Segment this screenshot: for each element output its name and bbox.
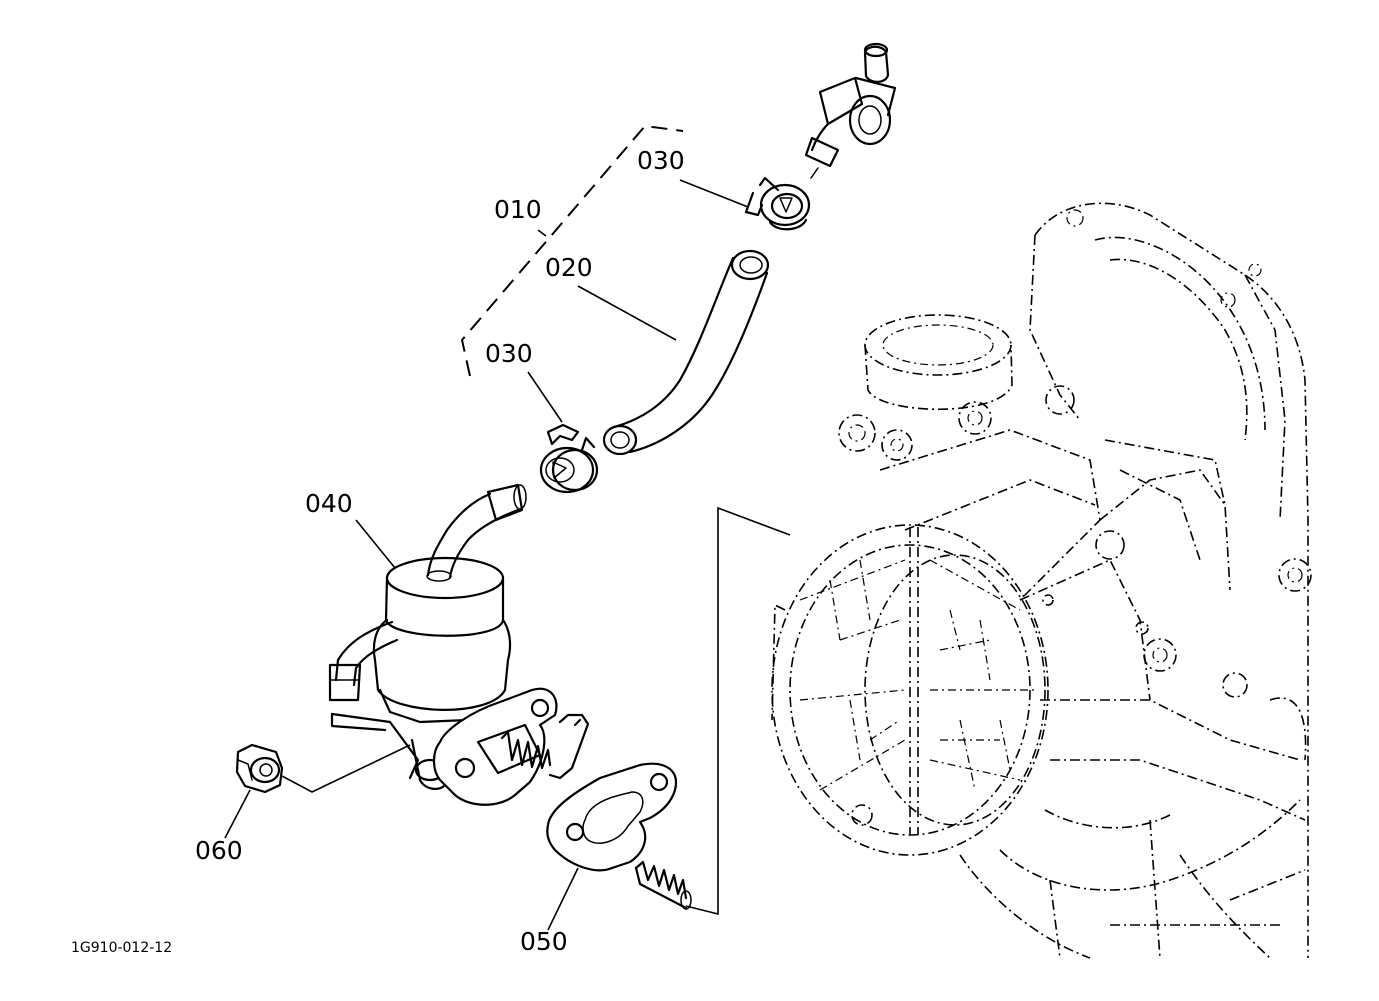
leader-lines bbox=[224, 124, 791, 931]
callout-labels: 010 020 030 030 040 050 060 1G910-012-12 bbox=[71, 146, 685, 956]
callout-040: 040 bbox=[305, 489, 353, 518]
flange-nut bbox=[235, 743, 284, 794]
inlet-fitting bbox=[804, 42, 897, 179]
hose-clip-lower bbox=[539, 423, 599, 494]
callout-050: 050 bbox=[520, 927, 568, 956]
engine-block-outline bbox=[771, 202, 1312, 959]
fuel-hose bbox=[602, 249, 770, 456]
callout-030-upper: 030 bbox=[637, 146, 685, 175]
gasket bbox=[546, 762, 678, 872]
callout-020: 020 bbox=[545, 253, 593, 282]
callout-060: 060 bbox=[195, 836, 243, 865]
fuel-pump bbox=[328, 483, 590, 806]
stud-bolt bbox=[634, 860, 692, 910]
drawing-reference-code: 1G910-012-12 bbox=[71, 940, 172, 956]
hose-clip-upper bbox=[744, 176, 811, 231]
callout-030-lower: 030 bbox=[485, 339, 533, 368]
callout-010: 010 bbox=[494, 195, 542, 224]
